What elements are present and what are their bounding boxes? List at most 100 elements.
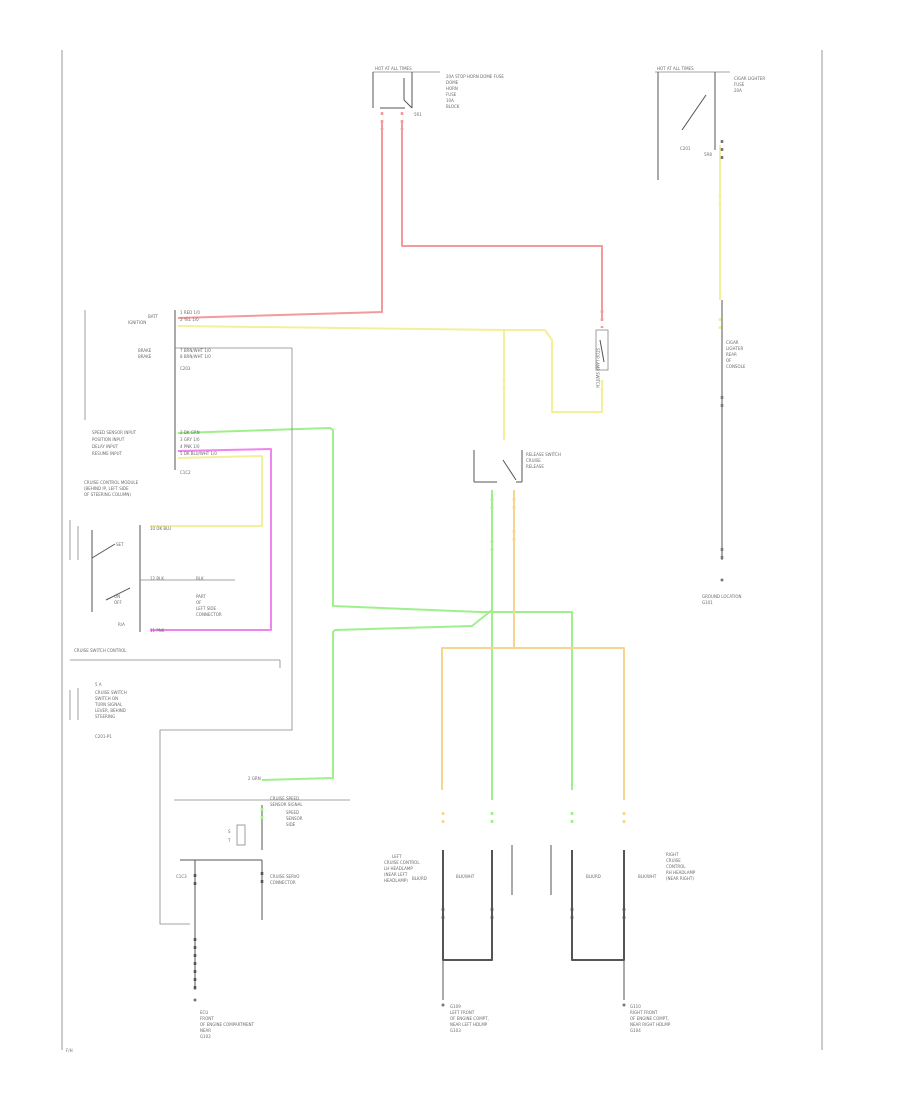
svg-text:20A STOP HORN DOME FUSE: 20A STOP HORN DOME FUSE [446, 74, 504, 79]
svg-text:TURN SIGNAL: TURN SIGNAL [94, 702, 123, 707]
svg-text:3 GRY 1/0: 3 GRY 1/0 [180, 437, 200, 442]
svg-text:R/A: R/A [118, 622, 125, 627]
svg-text:11 PNK: 11 PNK [150, 628, 165, 633]
wire-green-to-module [261, 490, 493, 781]
svg-text:RH HEADLAMP: RH HEADLAMP [666, 870, 696, 875]
svg-text:RIGHT FRONT: RIGHT FRONT [630, 1010, 658, 1015]
svg-text:HOT AT ALL TIMES: HOT AT ALL TIMES [657, 66, 694, 71]
svg-text:CRUISE SWITCH CONTROL: CRUISE SWITCH CONTROL [74, 648, 127, 653]
svg-text:G110: G110 [630, 1004, 641, 1009]
release-switch: RELEASE SWITCH CRUISE RELEASE [473, 450, 561, 483]
svg-text:STOP LAMP SWITCH: STOP LAMP SWITCH [595, 348, 600, 388]
svg-text:DELAY INPUT: DELAY INPUT [92, 444, 119, 449]
svg-text:2 DK GRN: 2 DK GRN [180, 430, 200, 435]
svg-text:2 GRN: 2 GRN [248, 776, 261, 781]
module-bracket [159, 360, 293, 925]
svg-text:POSITION INPUT: POSITION INPUT [92, 437, 125, 442]
svg-text:12 BLK: 12 BLK [150, 576, 164, 581]
svg-text:PART: PART [196, 594, 206, 599]
svg-text:20A: 20A [734, 88, 742, 93]
svg-text:IGNITION: IGNITION [128, 320, 146, 325]
cruise-module-connector: BATT IGNITION 1 RED 1/0 2 YEL 1/0 BRAKE … [84, 310, 293, 497]
svg-text:OF ENGINE COMPT,: OF ENGINE COMPT, [450, 1016, 489, 1021]
svg-text:C1C2: C1C2 [180, 470, 191, 475]
wire-red-batt [177, 122, 383, 319]
svg-text:BLK/WHT: BLK/WHT [638, 874, 657, 879]
svg-text:1 RED 1/0: 1 RED 1/0 [180, 310, 200, 315]
wire-green-speed [177, 427, 573, 790]
lamp-right: BLK/RD BLK/WHT RIGHT CRUISE CONTROL RH H… [586, 852, 696, 881]
fuse-block-top-right: HOT AT ALL TIMES CIGAR LIGHTER FUSE 20A … [655, 66, 765, 180]
svg-text:CRUISE CONTROL MODULE: CRUISE CONTROL MODULE [84, 480, 139, 485]
svg-text:OFF: OFF [114, 600, 122, 605]
svg-text:G101: G101 [702, 600, 713, 605]
wire-yellow-ign [177, 325, 603, 413]
svg-text:G102: G102 [200, 1034, 211, 1039]
svg-text:CONNECTOR: CONNECTOR [196, 612, 222, 617]
svg-text:T: T [227, 838, 231, 843]
svg-text:FUSE: FUSE [734, 82, 745, 87]
svg-text:RELEASE SWITCH: RELEASE SWITCH [526, 452, 561, 457]
wire-red-stop [401, 122, 603, 320]
lamp-left: LEFT CRUISE CONTROL LH HEADLAMP (NEAR LE… [384, 845, 552, 895]
svg-text:ECU: ECU [200, 1010, 208, 1015]
svg-text:SPEED SENSOR INPUT: SPEED SENSOR INPUT [92, 430, 137, 435]
svg-text:10A: 10A [446, 98, 454, 103]
svg-text:CRUISE SPEED: CRUISE SPEED [270, 796, 299, 801]
svg-text:5R8: 5R8 [704, 152, 712, 157]
svg-text:C1C3: C1C3 [176, 874, 187, 879]
svg-text:5 DK BLU/WHT 1/0: 5 DK BLU/WHT 1/0 [180, 451, 217, 456]
svg-text:LH HEADLAMP: LH HEADLAMP [384, 866, 413, 871]
svg-text:ON: ON [114, 594, 120, 599]
svg-text:RIGHT: RIGHT [666, 852, 679, 857]
svg-text:CONTROL: CONTROL [666, 864, 686, 869]
svg-text:CONSOLE: CONSOLE [726, 364, 746, 369]
wire-pink-set [150, 448, 272, 631]
svg-text:RESUME INPUT: RESUME INPUT [92, 451, 123, 456]
svg-text:OF: OF [196, 600, 202, 605]
wire-yellow-resume [150, 455, 263, 527]
svg-text:HEADLAMP): HEADLAMP) [384, 878, 408, 883]
svg-text:C201-P1: C201-P1 [95, 734, 112, 739]
svg-text:LEFT: LEFT [392, 854, 402, 859]
svg-text:GROUND LOCATION: GROUND LOCATION [702, 594, 742, 599]
svg-text:SENSOR SIGNAL: SENSOR SIGNAL [270, 802, 303, 807]
svg-text:LEFT SIDE: LEFT SIDE [196, 606, 217, 611]
svg-text:REAR: REAR [726, 352, 737, 357]
svg-text:STEERING: STEERING [95, 714, 115, 719]
svg-text:BLOCK: BLOCK [446, 104, 460, 109]
corner-mark: F/H [66, 1048, 73, 1053]
svg-text:NEAR LEFT HDLMP: NEAR LEFT HDLMP [450, 1022, 488, 1027]
svg-text:(BEHIND IP, LEFT SIDE: (BEHIND IP, LEFT SIDE [84, 486, 129, 491]
svg-text:SPEED: SPEED [286, 810, 299, 815]
cruise-switch: SET ON OFF R/A 10 DK BLU 12 BLK BLK PART… [69, 520, 281, 739]
svg-text:(NEAR LEFT: (NEAR LEFT [384, 872, 408, 877]
svg-text:C203: C203 [180, 366, 191, 371]
svg-text:CIGAR LIGHTER: CIGAR LIGHTER [734, 76, 765, 81]
svg-text:5R1: 5R1 [414, 112, 422, 117]
svg-text:5 A: 5 A [95, 682, 102, 687]
svg-text:OF STEERING COLUMN): OF STEERING COLUMN) [84, 492, 131, 497]
svg-text:10 DK BLU: 10 DK BLU [150, 526, 171, 531]
servo-module: 2 GRN CRUISE SPEED SENSOR SIGNAL SPEED S… [174, 776, 350, 920]
svg-text:NEAR: NEAR [200, 1028, 211, 1033]
svg-text:7 BRN/WHT 1/0: 7 BRN/WHT 1/0 [180, 348, 211, 353]
wire-orange-right [514, 647, 625, 800]
svg-text:CRUISE: CRUISE [526, 458, 541, 463]
ground-labels: ECU FRONT OF ENGINE COMPARTMENT NEAR G10… [193, 998, 671, 1039]
svg-text:BLK: BLK [196, 576, 204, 581]
svg-text:CRUISE: CRUISE [666, 858, 681, 863]
svg-text:RELEASE: RELEASE [526, 464, 544, 469]
right-ground-chain: CIGAR LIGHTER REAR OF CONSOLE GROUND LOC… [702, 300, 746, 605]
svg-text:OF ENGINE COMPARTMENT: OF ENGINE COMPARTMENT [200, 1022, 254, 1027]
svg-text:C201: C201 [680, 146, 691, 151]
svg-text:2 YEL 1/0: 2 YEL 1/0 [180, 317, 199, 322]
svg-text:NEAR RIGHT HDLMP: NEAR RIGHT HDLMP [630, 1022, 671, 1027]
svg-text:CRUISE SWITCH: CRUISE SWITCH [95, 690, 127, 695]
svg-text:SENSOR: SENSOR [286, 816, 303, 821]
svg-text:8 BRN/WHT 1/0: 8 BRN/WHT 1/0 [180, 354, 211, 359]
svg-text:CRUISE SERVO: CRUISE SERVO [270, 874, 299, 879]
svg-text:G103: G103 [450, 1028, 461, 1033]
svg-text:LEVER, BEHIND: LEVER, BEHIND [95, 708, 126, 713]
